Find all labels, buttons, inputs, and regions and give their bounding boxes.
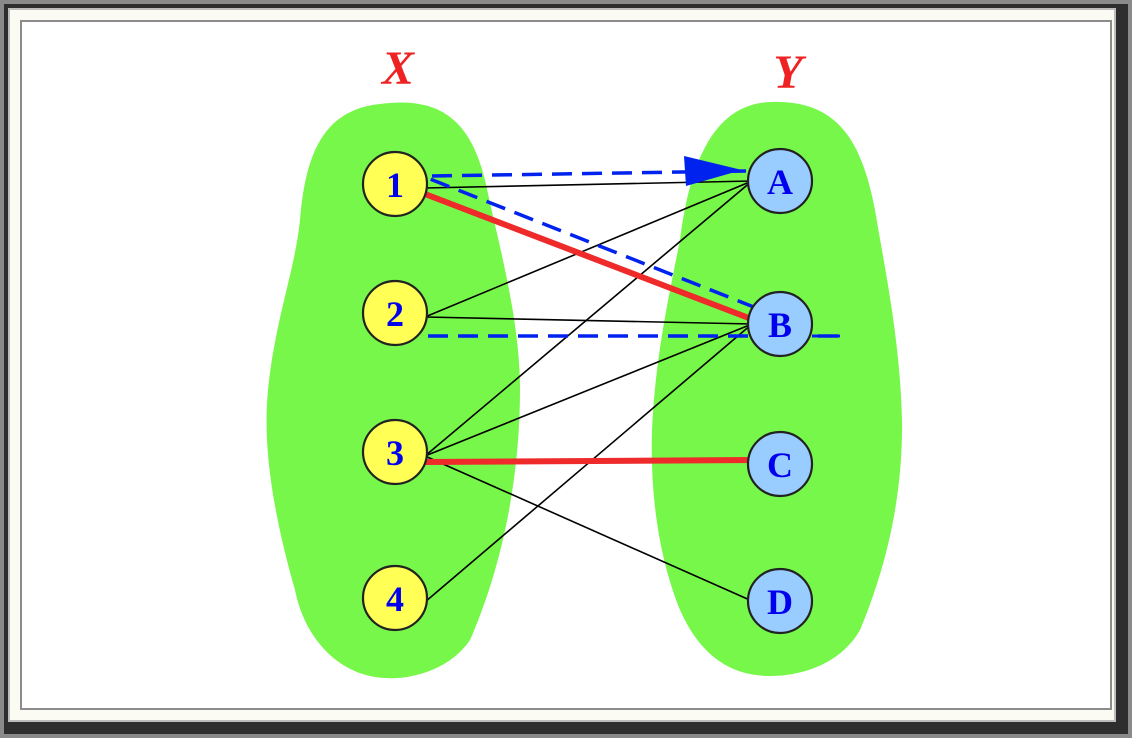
node-label-3: 3 xyxy=(386,433,404,473)
edge-3-D xyxy=(424,455,753,602)
set-y-region xyxy=(651,101,903,676)
node-circle-2 xyxy=(361,279,429,347)
node-circle-C xyxy=(746,430,814,498)
node-circle-D xyxy=(746,567,814,635)
node-label-1: 1 xyxy=(386,165,404,205)
set-x-label: X xyxy=(380,42,415,95)
set-x-region xyxy=(266,102,520,679)
node-1: 1 xyxy=(361,150,429,218)
node-2: 2 xyxy=(361,279,429,347)
edge-3-A xyxy=(424,180,753,457)
edge-3-B xyxy=(424,323,753,457)
node-D: D xyxy=(746,567,814,635)
nodes: 1 2 3 4 A B C D xyxy=(361,147,840,635)
node-circle-1 xyxy=(361,150,429,218)
edge-2-B xyxy=(424,316,753,325)
node-label-C: C xyxy=(767,445,793,485)
matching-edge-3-C xyxy=(422,457,757,465)
arrowhead-icon xyxy=(684,156,742,186)
node-C: C xyxy=(746,430,814,498)
node-circle-B xyxy=(746,290,814,358)
matching-edges xyxy=(422,191,757,465)
node-label-A: A xyxy=(767,162,793,202)
node-label-B: B xyxy=(768,305,792,345)
node-circle-A xyxy=(746,147,814,215)
node-circle-3 xyxy=(361,418,429,486)
edge-2-A xyxy=(424,180,753,318)
node-A: A xyxy=(746,147,814,215)
node-label-4: 4 xyxy=(386,579,404,619)
node-circle-4 xyxy=(361,564,429,632)
node-B: B xyxy=(746,290,814,358)
node-3: 3 xyxy=(361,418,429,486)
set-y-label: Y xyxy=(773,46,806,99)
matching-edge-1-B xyxy=(422,191,757,323)
node-label-2: 2 xyxy=(386,294,404,334)
dashed-segment-1-A xyxy=(431,169,747,178)
diagram-canvas xyxy=(20,20,1112,710)
node-label-D: D xyxy=(767,582,793,622)
node-4: 4 xyxy=(361,564,429,632)
dashed-segment-B-1 xyxy=(429,177,813,332)
